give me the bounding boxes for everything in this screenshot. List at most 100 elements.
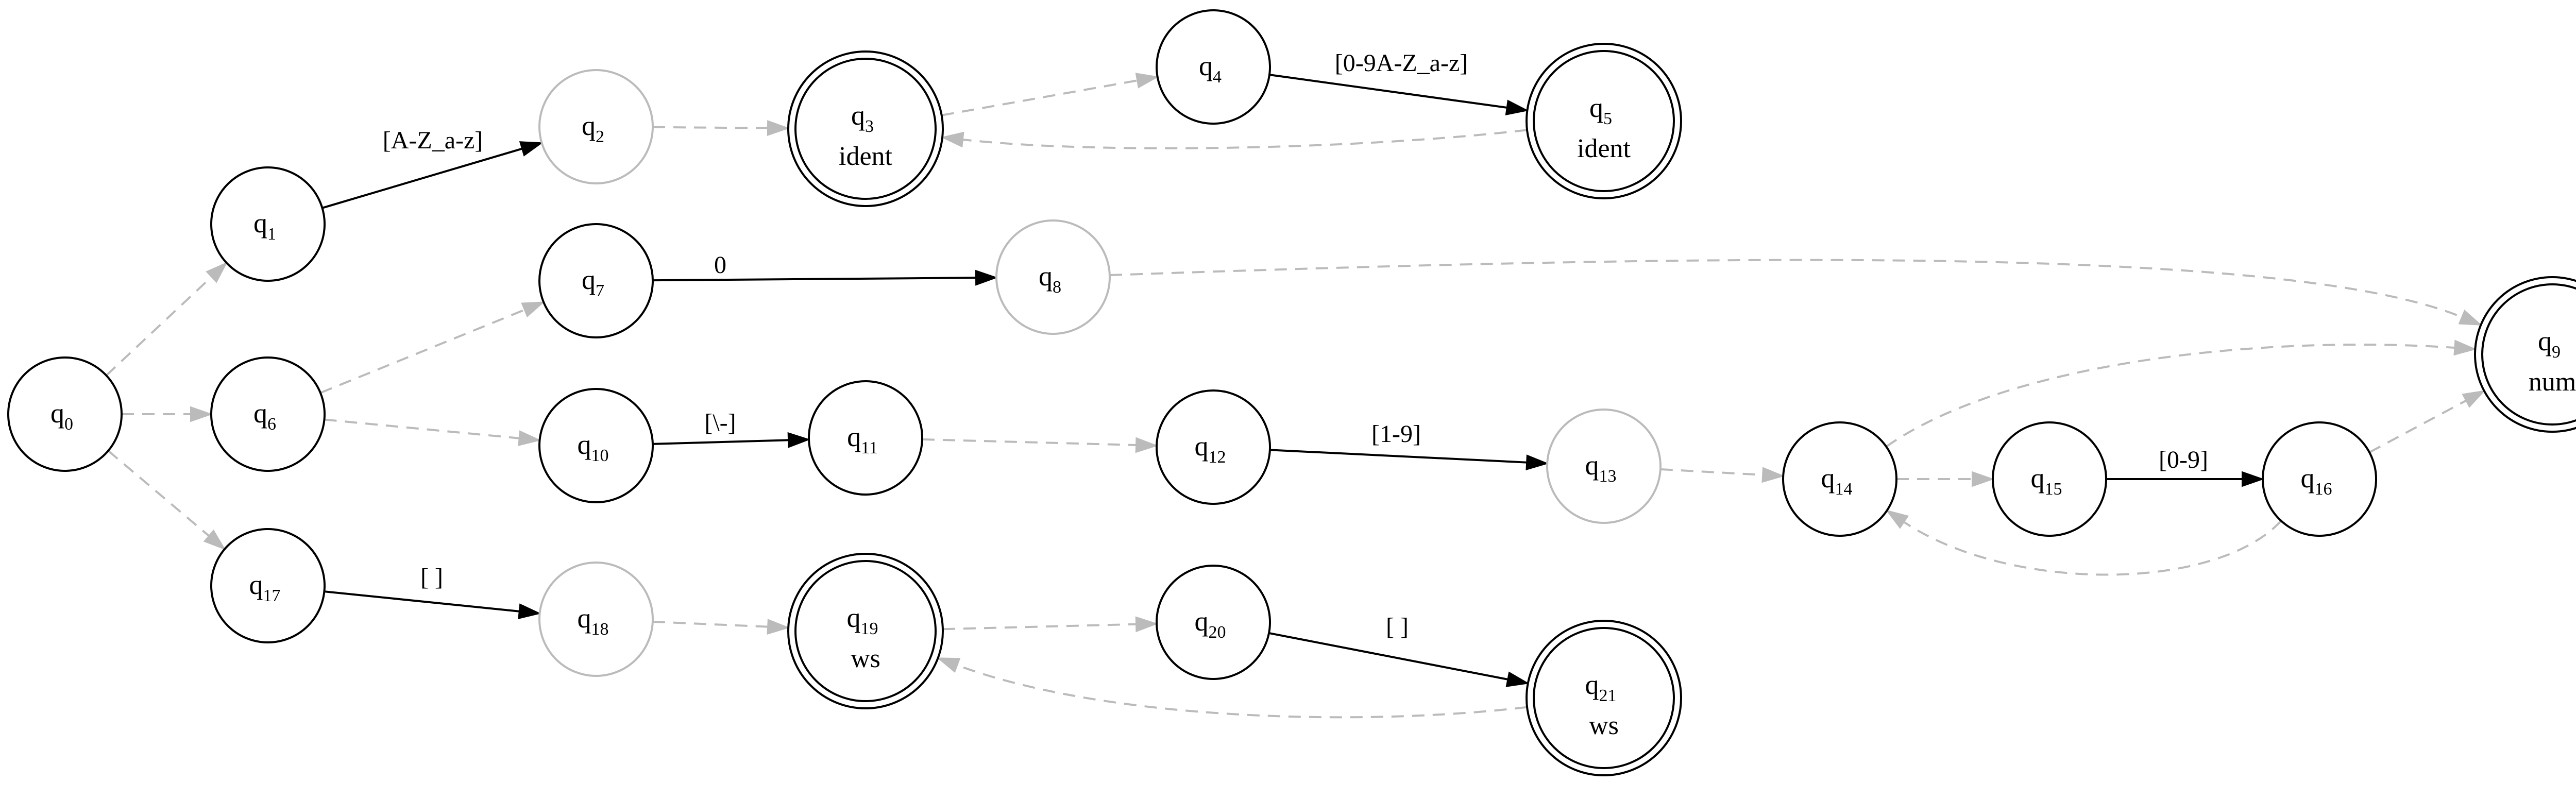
transition-label: [0-9] — [2159, 446, 2208, 473]
state-label: q7 — [582, 264, 604, 300]
transition-line — [652, 620, 768, 628]
transition-q8-q9 — [1109, 259, 2483, 326]
state-label: q17 — [249, 569, 281, 605]
transition-q4-q5 — [1269, 74, 1529, 116]
transition-line — [1269, 449, 1527, 464]
transition-line — [1660, 468, 1763, 476]
state-q18: q18 — [538, 562, 654, 677]
state-label: q5 — [1589, 92, 1612, 128]
transition-line — [652, 439, 789, 445]
transition-line — [321, 147, 522, 209]
arrowhead-icon — [941, 131, 964, 148]
state-label: q9 — [2538, 326, 2561, 362]
arrowhead-icon — [1505, 99, 1529, 116]
state-q4: q4 — [1156, 9, 1271, 125]
arrowhead-icon — [1135, 616, 1159, 633]
arrowhead-icon — [1972, 471, 1995, 487]
transition-q0-q17 — [107, 450, 226, 550]
state-q7: q7 — [538, 223, 654, 338]
transition-q21-q19 — [936, 657, 1528, 719]
transition-label: [\-] — [704, 409, 736, 436]
transition-q15-q16 — [2106, 471, 2265, 487]
state-q12: q12 — [1156, 389, 1271, 505]
state-circle — [210, 166, 326, 282]
transition-label: [ ] — [420, 564, 443, 591]
transition-q20-q21 — [1268, 632, 1530, 687]
state-q19: q19 ws — [787, 553, 944, 709]
state-q6: q6 — [210, 356, 326, 472]
transition-q17-q18 — [324, 590, 541, 620]
state-q9: q9 num — [2474, 276, 2576, 433]
transition-line — [1886, 343, 2455, 448]
state-circle — [538, 388, 654, 503]
state-circle — [1782, 421, 1897, 537]
state-circle — [794, 560, 937, 702]
state-label: q21 — [1585, 669, 1617, 705]
transition-q3-q4 — [941, 73, 1159, 116]
transition-label: [ ] — [1386, 613, 1409, 640]
transition-line — [324, 590, 519, 613]
arrowhead-icon — [203, 529, 226, 550]
arrowhead-icon — [519, 141, 544, 157]
state-q16: q16 — [2262, 421, 2377, 537]
state-circle — [1546, 409, 1662, 524]
transition-labels: [A-Z_a-z][0-9A-Z_a-z]0[\-][1-9][0-9][ ][… — [383, 49, 2208, 640]
state-circle — [808, 380, 923, 496]
state-label: q2 — [582, 110, 604, 146]
transition-q1-q2 — [321, 141, 544, 209]
arrowhead-icon — [521, 301, 545, 318]
accept-token-label: num — [2529, 367, 2576, 397]
arrowhead-icon — [1761, 467, 1785, 483]
transition-label: [1-9] — [1371, 420, 1421, 448]
arrowhead-icon — [787, 432, 811, 448]
transition-q10-q11 — [652, 432, 811, 448]
state-label: q19 — [847, 602, 878, 638]
state-label: q6 — [253, 398, 276, 434]
state-label: q3 — [851, 100, 874, 136]
transition-line — [2369, 399, 2467, 453]
state-q2: q2 — [538, 69, 654, 184]
transition-label: 0 — [714, 251, 726, 279]
state-label: q0 — [50, 398, 73, 434]
arrowhead-icon — [975, 269, 998, 286]
state-circle — [2481, 283, 2576, 426]
state-q10: q10 — [538, 388, 654, 503]
transition-q6-q7 — [320, 301, 545, 394]
transition-q5-q3 — [941, 129, 1528, 149]
transition-q7-q8 — [652, 269, 998, 286]
transition-q16-q9 — [2369, 390, 2486, 453]
state-circle — [1533, 50, 1675, 192]
transition-line — [957, 664, 1528, 719]
transition-q14-q9 — [1886, 339, 2477, 448]
accept-token-label: ws — [851, 644, 880, 673]
state-label: q8 — [1039, 261, 1061, 297]
transition-line — [1903, 520, 2282, 576]
state-label: q18 — [578, 603, 609, 639]
state-q5: q5 ident — [1526, 43, 1682, 199]
state-q17: q17 — [210, 528, 326, 643]
transition-line — [941, 79, 1138, 116]
transition-q16-q14 — [1885, 509, 2282, 576]
transition-line — [962, 129, 1528, 149]
state-q13: q13 — [1546, 409, 1662, 524]
state-q8: q8 — [995, 219, 1111, 335]
state-label: q12 — [1195, 431, 1226, 467]
state-circle — [538, 562, 654, 677]
transition-line — [922, 438, 1137, 447]
state-circle — [2262, 421, 2377, 537]
state-label: q14 — [1821, 463, 1853, 499]
transition-line — [324, 418, 519, 439]
arrowhead-icon — [936, 657, 961, 673]
accept-token-label: ident — [1577, 134, 1631, 163]
transition-line — [320, 309, 525, 394]
transition-q19-q20 — [942, 616, 1159, 633]
transition-label: [0-9A-Z_a-z] — [1335, 49, 1468, 77]
arrowhead-icon — [518, 430, 541, 446]
state-circle — [1992, 421, 2107, 537]
state-circle — [1156, 389, 1271, 505]
transition-q13-q14 — [1660, 467, 1785, 483]
